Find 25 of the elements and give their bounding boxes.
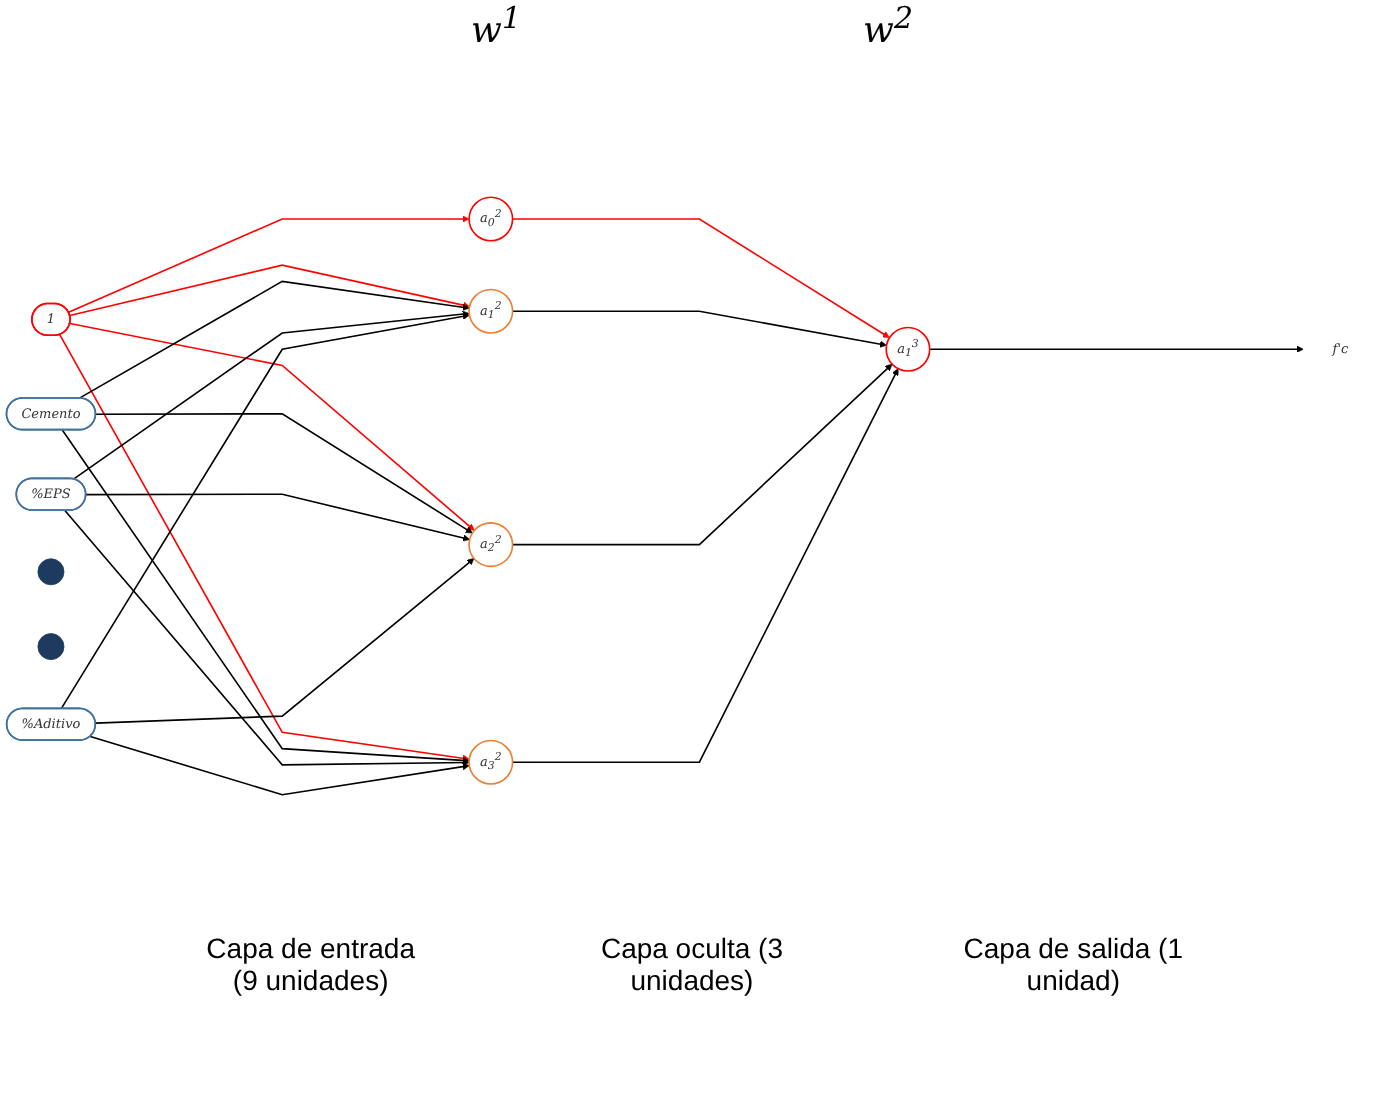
arrow [511, 218, 890, 338]
arrow [78, 280, 470, 400]
arrow [58, 333, 470, 762]
arrow [85, 493, 470, 542]
arrow [64, 509, 470, 767]
layer-caption: Capa de entrada (9 unidades) [204, 932, 417, 996]
arrow [72, 310, 470, 480]
arrow [60, 312, 470, 710]
arrow [511, 363, 893, 546]
weight-label: w$^{1}$ [471, 0, 521, 56]
arrow [69, 322, 475, 531]
arrow [511, 310, 887, 348]
weight-label: w$^{2}$ [863, 0, 913, 56]
arrow [69, 264, 470, 317]
layer-caption: Capa oculta (3 unidades) [598, 932, 786, 996]
arrow [89, 735, 470, 796]
node-circle [37, 558, 65, 586]
arrow [95, 412, 473, 534]
arrow [928, 345, 1304, 353]
arrow [94, 558, 475, 724]
arrow [511, 368, 899, 764]
node-circle [37, 633, 65, 661]
arrow [61, 429, 470, 764]
layer-caption: Capa de salida (1 unidad) [961, 932, 1186, 996]
arrow [67, 215, 470, 314]
